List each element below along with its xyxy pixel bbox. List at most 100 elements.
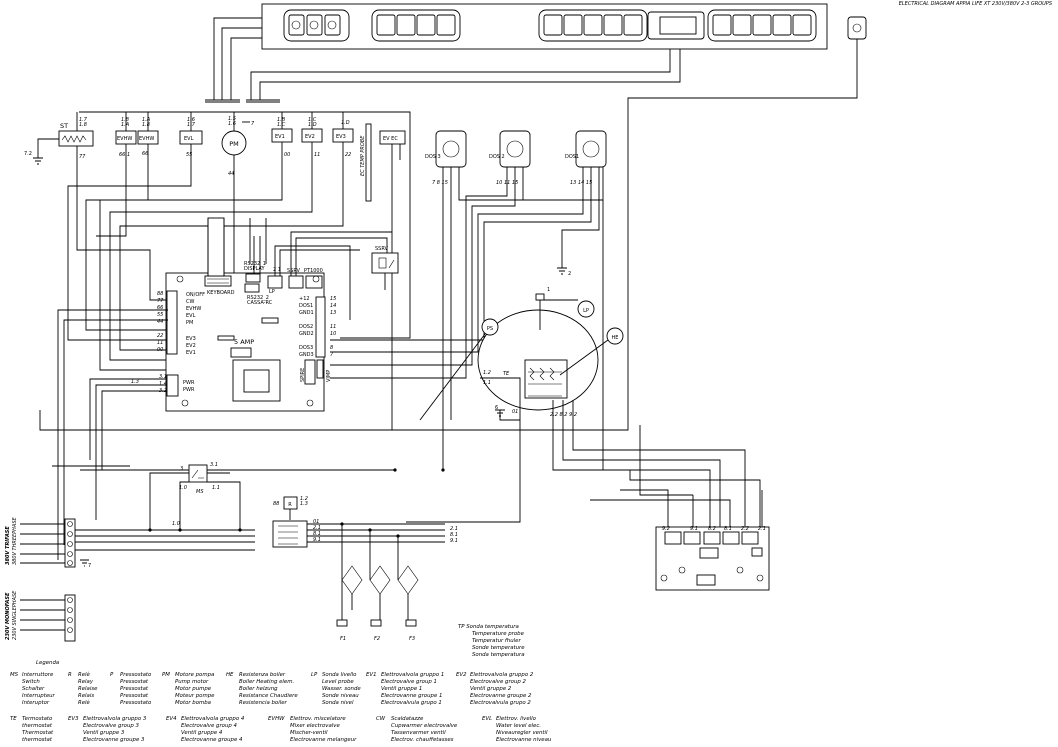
- svg-text:1.0: 1.0: [172, 521, 180, 527]
- legend: Legenda MS Interruttore Switch Schalter …: [10, 660, 552, 743]
- svg-text:EVL: EVL: [186, 313, 196, 319]
- svg-text:CASSA-RC: CASSA-RC: [247, 300, 273, 306]
- svg-text:Boiler Heating elem.: Boiler Heating elem.: [239, 679, 294, 685]
- ssrv-relay: [371, 252, 399, 274]
- svg-text:Electrovanne groupe 2: Electrovanne groupe 2: [470, 693, 532, 699]
- svg-text:F2: F2: [374, 636, 380, 642]
- svg-text:9.2: 9.2: [662, 526, 670, 532]
- svg-text:Sonda livello: Sonda livello: [322, 672, 357, 678]
- svg-text:Elettrov. livello: Elettrov. livello: [496, 716, 537, 722]
- dosatore-1: DOS 3: [425, 130, 467, 168]
- ps-pressostat: [481, 318, 499, 336]
- svg-text:1.1: 1.1: [483, 380, 491, 386]
- svg-text:7: 7: [251, 121, 255, 127]
- svg-text:Schalter: Schalter: [22, 686, 45, 692]
- he-heating-element: [606, 327, 624, 345]
- svg-text:Sonde temperature: Sonde temperature: [472, 645, 525, 651]
- svg-text:DOS 3: DOS 3: [425, 154, 441, 160]
- ev-ec-valve: [379, 130, 406, 145]
- svg-text:22: 22: [345, 152, 351, 158]
- svg-text:Electrovalvula grupo 1: Electrovalvula grupo 1: [381, 700, 442, 706]
- legend-ev3: EV3 Elettrovalvola gruppo 3 Electrovalve…: [68, 716, 147, 743]
- extra-key: [847, 16, 867, 40]
- svg-text:1.6: 1.6: [187, 117, 195, 123]
- svg-text:Relais: Relais: [78, 693, 94, 699]
- svg-text:1.6: 1.6: [228, 121, 236, 127]
- legend-r: R Relè Relay Relaise Relais Relè: [68, 671, 98, 706]
- keypad-group-2: [371, 9, 461, 42]
- svg-text:Boiler helzung: Boiler helzung: [239, 686, 278, 692]
- svg-text:8.1: 8.1: [724, 526, 732, 532]
- board-chips: 5 AMP SPIRE VIMP: [176, 275, 332, 407]
- svg-text:TP Sonda temperatura: TP Sonda temperatura: [458, 624, 519, 630]
- svg-text:EV EC: EV EC: [383, 136, 398, 142]
- svg-text:Mischer-ventil: Mischer-ventil: [290, 730, 328, 736]
- svg-text:2.1: 2.1: [313, 525, 321, 531]
- svg-text:GND3: GND3: [299, 352, 314, 358]
- svg-text:Ventil gruppe 2: Ventil gruppe 2: [470, 686, 512, 692]
- svg-text:15: 15: [330, 296, 336, 302]
- relay-contacts: [272, 520, 308, 548]
- svg-text:13: 13: [330, 310, 336, 316]
- svg-text:Moteur pompe: Moteur pompe: [175, 693, 215, 699]
- svg-text:EVHW: EVHW: [186, 306, 201, 312]
- svg-text:HE: HE: [226, 672, 234, 678]
- lp-probe-circle: [577, 300, 595, 318]
- board-dos-labels: +12 DOS1 GND1 DOS2 GND2 DOS3 GND3: [299, 296, 314, 358]
- svg-text:Motor pumpe: Motor pumpe: [175, 686, 212, 692]
- svg-text:EVHW: EVHW: [117, 136, 132, 142]
- svg-text:R: R: [68, 672, 72, 678]
- keypad-group-1: [283, 9, 350, 42]
- svg-text:Electrovanne groupe 1: Electrovanne groupe 1: [381, 693, 442, 699]
- svg-text:Level probe: Level probe: [322, 679, 354, 685]
- svg-text:1.A: 1.A: [142, 117, 151, 123]
- legend-evl: EVL Elettrov. livello Water level elec. …: [482, 716, 552, 743]
- svg-text:66.1: 66.1: [119, 152, 130, 158]
- mains-terminal-380: [64, 518, 76, 568]
- svg-text:EV2: EV2: [186, 343, 196, 349]
- svg-text:1.8: 1.8: [142, 122, 150, 128]
- svg-text:1.D: 1.D: [341, 120, 350, 126]
- svg-text:11: 11: [330, 324, 336, 330]
- svg-text:thermostat: thermostat: [22, 723, 53, 729]
- svg-text:230V SINGLEPHASE: 230V SINGLEPHASE: [12, 590, 18, 640]
- svg-text:LP: LP: [269, 289, 275, 295]
- svg-text:11: 11: [157, 340, 163, 346]
- svg-text:Ventil gruppe 1: Ventil gruppe 1: [381, 686, 422, 692]
- legend-p: P Pressostato Pressostat Pressostat Pres…: [110, 672, 152, 706]
- svg-text:00: 00: [157, 347, 163, 353]
- svg-text:8.1: 8.1: [450, 532, 458, 538]
- svg-text:Relay: Relay: [78, 679, 94, 685]
- legend-ev2: EV2 Elettrovalvola gruppo 2 Electrovalve…: [456, 672, 534, 706]
- svg-text:1.3: 1.3: [300, 501, 308, 507]
- svg-text:Electrovalve group 4: Electrovalve group 4: [181, 723, 238, 729]
- keyboard-connector: KEYBOARD: [204, 275, 235, 296]
- svg-text:Switch: Switch: [22, 679, 40, 685]
- svg-text:11: 11: [314, 152, 320, 158]
- svg-text:DOS1: DOS1: [565, 154, 579, 160]
- svg-text:Elettrovalvola gruppo 2: Elettrovalvola gruppo 2: [470, 672, 534, 678]
- svg-text:ON/OFF: ON/OFF: [186, 292, 205, 298]
- svg-text:Interuptor: Interuptor: [22, 700, 50, 706]
- svg-text:2.1: 2.1: [758, 526, 766, 532]
- svg-text:SPIRE: SPIRE: [300, 368, 306, 382]
- svg-text:DOS1: DOS1: [299, 303, 313, 309]
- svg-text:RS232_1: RS232_1: [244, 261, 266, 267]
- svg-text:8.1: 8.1: [313, 531, 321, 537]
- svg-text:9.1: 9.1: [690, 526, 698, 532]
- svg-text:EV1: EV1: [366, 672, 377, 678]
- svg-text:Mixer electrovalve: Mixer electrovalve: [290, 723, 340, 729]
- svg-text:1.8: 1.8: [121, 117, 129, 123]
- svg-text:01: 01: [512, 409, 518, 415]
- svg-text:Electrovanne groupe 3: Electrovanne groupe 3: [83, 737, 145, 743]
- legend-te: TE Termostato thermostat Thermostat ther…: [10, 716, 54, 743]
- svg-text:RS232_2: RS232_2: [247, 295, 269, 301]
- svg-text:PS: PS: [487, 326, 493, 332]
- dosatore-3: DOS1: [565, 130, 607, 168]
- svg-text:P: P: [110, 672, 114, 678]
- svg-text:PM: PM: [186, 320, 193, 326]
- svg-text:2: 2: [568, 271, 571, 277]
